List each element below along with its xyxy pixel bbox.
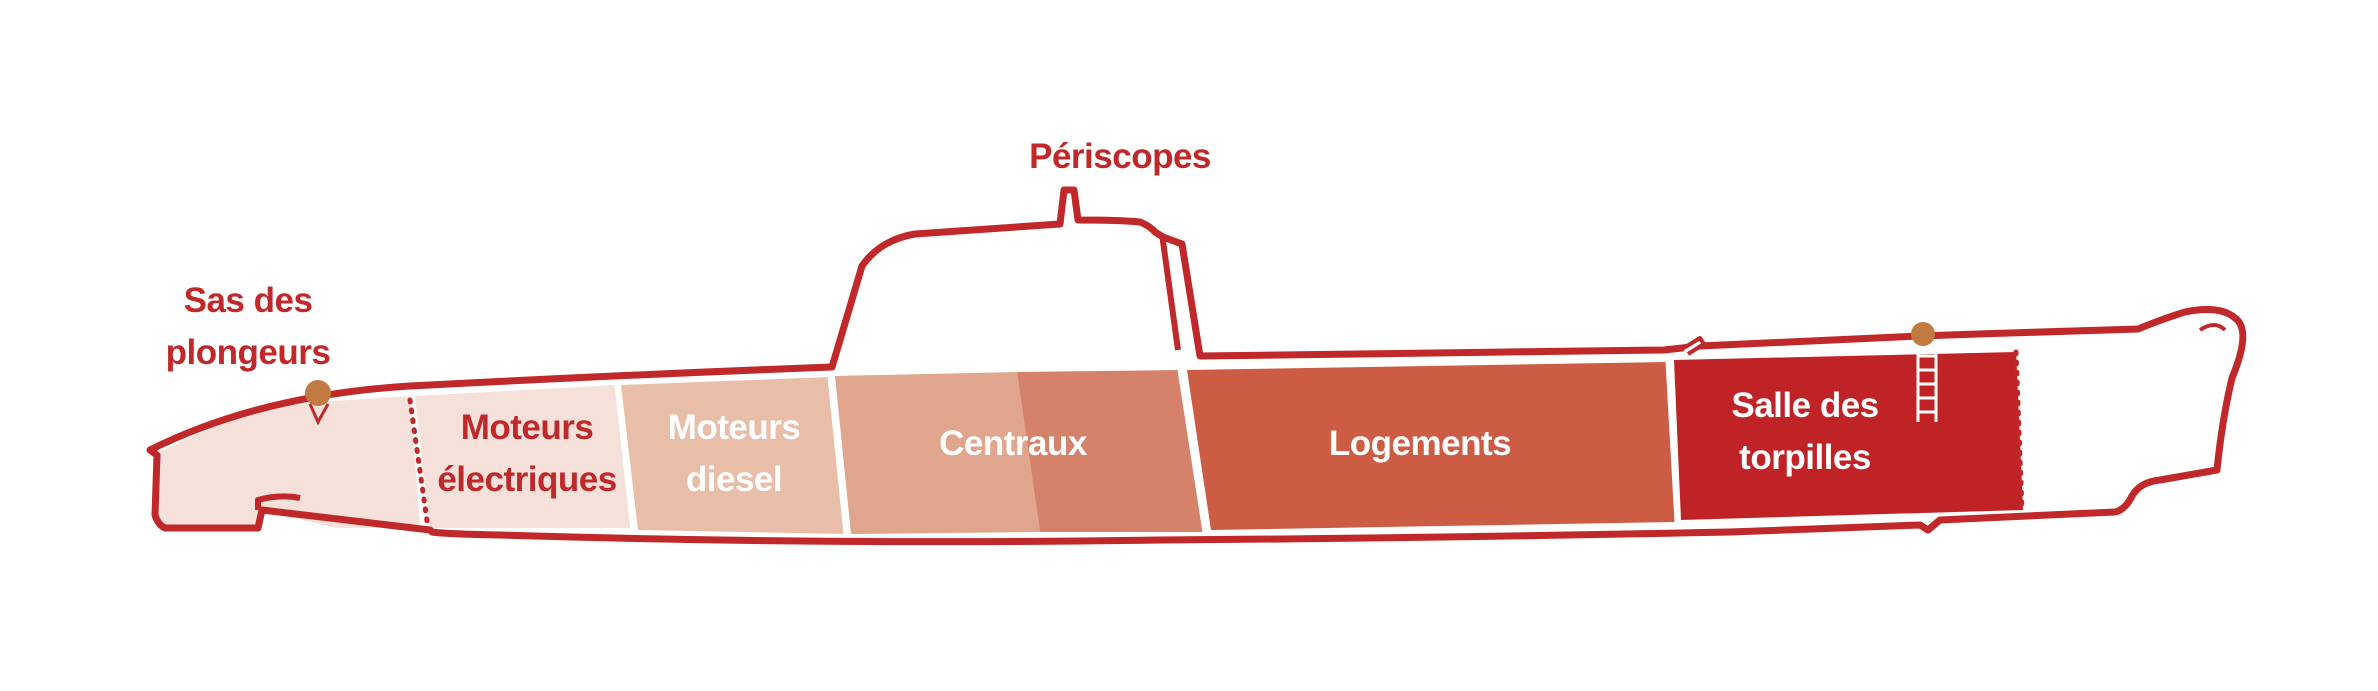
compartment-centraux-left [835,372,1040,534]
compartment-logements [1187,362,1675,530]
label-periscopes: Périscopes [1029,137,1211,176]
sail-rear-edge [1159,233,1181,351]
label-moteurs-diesel: Moteurs diesel [667,408,801,499]
hull-aft-step [255,493,301,510]
antenna-icon [1680,336,1706,356]
dotted-bulkhead-forward [2013,349,2025,513]
label-sas-des-plongeurs: Sas des plongeurs [165,281,331,372]
hull-outline [146,186,2247,546]
ladder-icon [1916,345,1938,422]
stern-section [152,396,420,528]
label-moteurs-electriques: Moteurs électriques [437,408,617,499]
label-logements: Logements [1328,424,1512,463]
label-centraux: Centraux [939,424,1087,463]
divers-hatch-icon [305,380,331,426]
torpedo-hatch-icon [1911,322,1935,346]
bow-cap [2198,323,2227,332]
compartment-centraux-right [1017,370,1205,532]
dotted-bulkhead-aft [407,397,431,531]
compartment-moteurs-electriques [415,385,633,528]
compartment-dividers [614,361,1680,535]
label-salle-des-torpilles: Salle des torpilles [1731,386,1879,477]
compartment-moteurs-diesel [621,377,846,534]
